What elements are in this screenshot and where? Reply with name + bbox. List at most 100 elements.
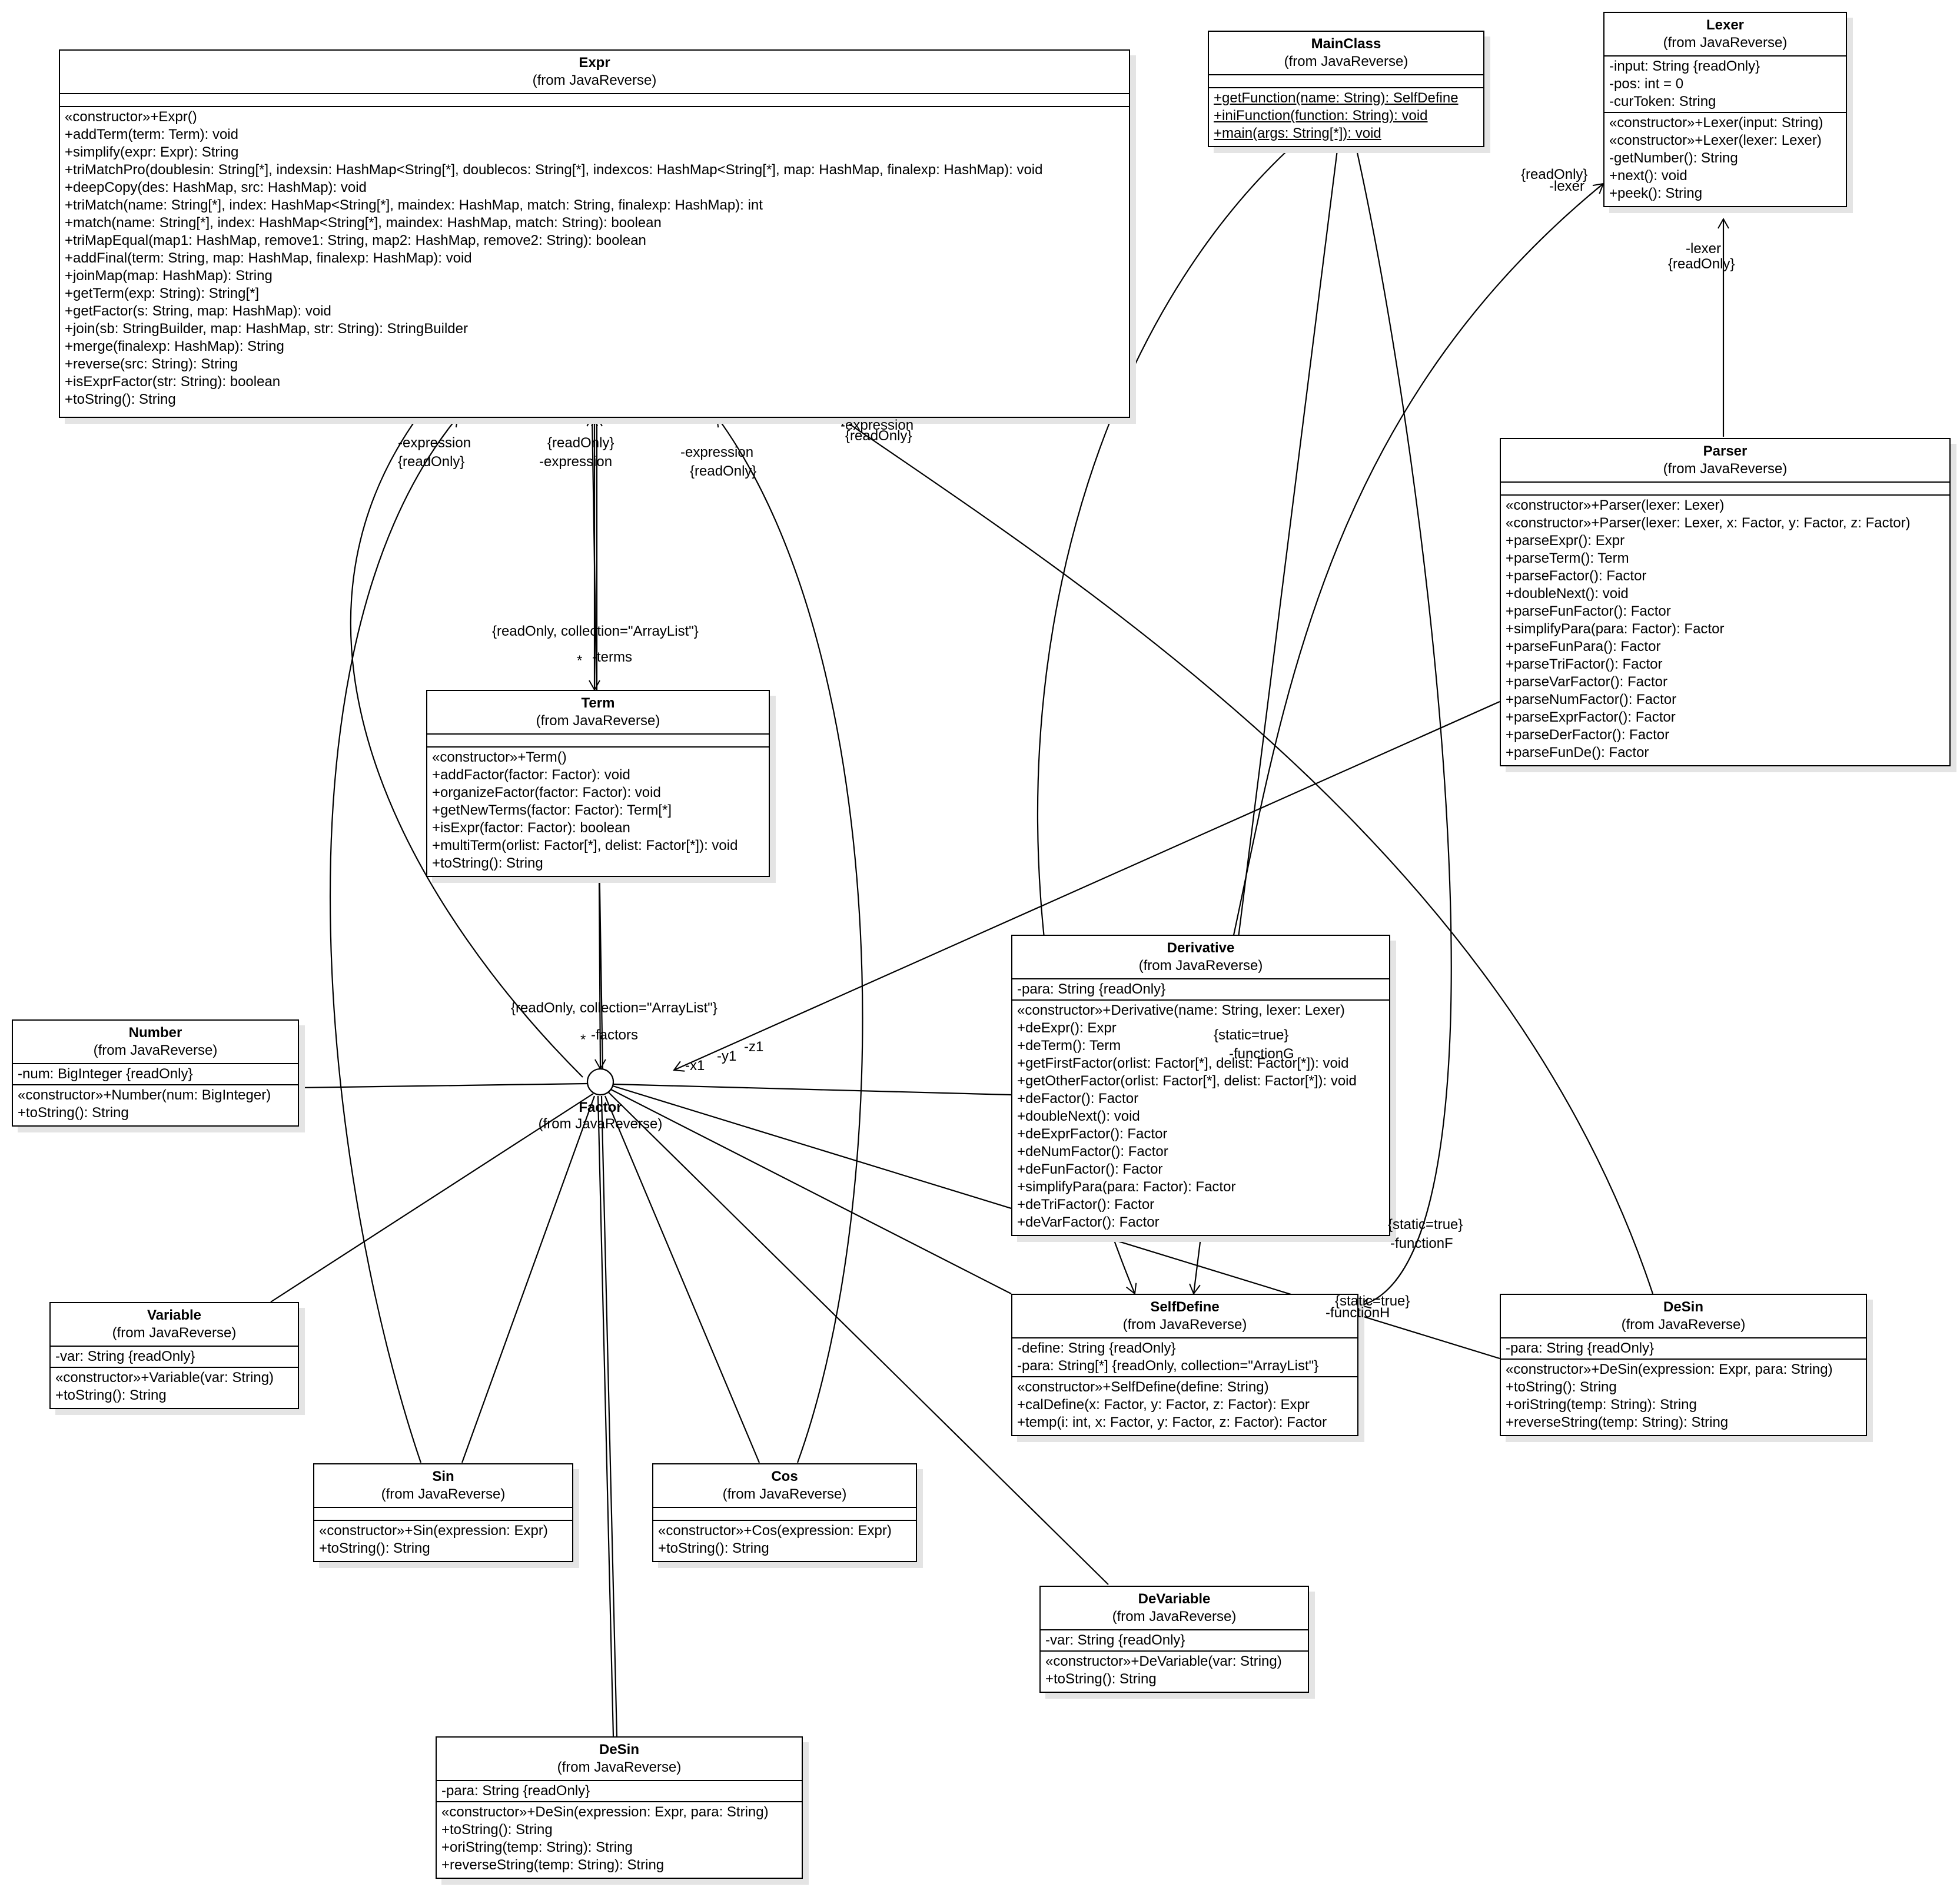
uml-member: +isExpr(factor: Factor): boolean <box>432 820 630 836</box>
uml-member: +iniFunction(function: String): void <box>1214 108 1428 124</box>
class-attributes <box>427 735 769 748</box>
class-desin-right-header: DeSin (from JavaReverse) <box>1501 1295 1866 1338</box>
desin-bottom-factor-link <box>600 1095 618 1737</box>
uml-member: -getNumber(): String <box>1609 150 1738 166</box>
functionH-static-label: {static=true} <box>1335 1293 1410 1309</box>
functionF-role-label: -functionF <box>1390 1235 1453 1251</box>
class-operations: «constructor»+DeSin(expression: Expr, pa… <box>437 1802 802 1878</box>
parser-y1-label: -y1 <box>717 1048 737 1064</box>
uml-member: +joinMap(map: HashMap): String <box>65 268 273 284</box>
uml-member: +doubleNext(): void <box>1017 1108 1140 1124</box>
uml-member: +simplifyPara(para: Factor): Factor <box>1506 621 1725 637</box>
uml-member: +getTerm(exp: String): String[*] <box>65 285 260 301</box>
devariable-factor-link <box>608 1092 1109 1585</box>
uml-member: +match(name: String[*], index: HashMap<S… <box>65 215 662 231</box>
functionG-static-label: {static=true} <box>1214 1027 1289 1043</box>
uml-member: +deTriFactor(): Factor <box>1017 1197 1155 1213</box>
uml-member: +parseTriFactor(): Factor <box>1506 656 1663 672</box>
uml-member: +triMatch(name: String[*], index: HashMa… <box>65 197 763 213</box>
class-name: DeSin <box>599 1742 639 1758</box>
class-name: DeSin <box>1663 1299 1703 1315</box>
class-package: (from JavaReverse) <box>1621 1317 1746 1333</box>
cos-expr-link <box>716 416 863 1463</box>
class-number[interactable]: Number (from JavaReverse) -num: BigInteg… <box>12 1019 299 1127</box>
uml-member: -input: String {readOnly} <box>1609 58 1760 74</box>
class-lexer[interactable]: Lexer (from JavaReverse) -input: String … <box>1603 12 1847 207</box>
expr-desin-readonly-label: {readOnly} <box>845 428 912 444</box>
uml-member: «constructor»+Parser(lexer: Lexer) <box>1506 497 1725 513</box>
uml-member: +deVarFactor(): Factor <box>1017 1214 1160 1230</box>
class-selfdefine[interactable]: SelfDefine (from JavaReverse) -define: S… <box>1011 1294 1358 1436</box>
class-name: Expr <box>579 55 610 71</box>
class-devariable[interactable]: DeVariable (from JavaReverse) -var: Stri… <box>1039 1586 1309 1693</box>
factors-constraint-label: {readOnly, collection="ArrayList"} <box>511 1000 717 1016</box>
class-name: Parser <box>1703 443 1748 459</box>
class-desin-bottom-header: DeSin (from JavaReverse) <box>437 1738 802 1781</box>
derivative-lexer-link <box>1231 182 1604 941</box>
uml-member: +parseFactor(): Factor <box>1506 568 1647 584</box>
expr-sin-role-label: -expression <box>398 435 471 451</box>
factor-interface-label: Factor (from JavaReverse) <box>518 1100 683 1132</box>
uml-member: -var: String {readOnly} <box>55 1348 195 1364</box>
uml-member: +parseFunPara(): Factor <box>1506 639 1661 655</box>
class-package: (from JavaReverse) <box>1663 35 1788 51</box>
class-expr[interactable]: Expr (from JavaReverse) «constructor»+Ex… <box>59 49 1130 418</box>
class-operations: «constructor»+Parser(lexer: Lexer)«const… <box>1501 496 1949 765</box>
uml-member: +deNumFactor(): Factor <box>1017 1144 1168 1160</box>
expr-term-role-label: -expression <box>539 454 613 470</box>
uml-member: +addFactor(factor: Factor): void <box>432 767 630 783</box>
uml-member: +parseTerm(): Term <box>1506 550 1629 566</box>
class-devariable-header: DeVariable (from JavaReverse) <box>1041 1587 1308 1630</box>
sin-expr-link <box>329 416 459 1463</box>
class-operations: «constructor»+Expr()+addTerm(term: Term)… <box>60 107 1129 412</box>
class-attributes: -define: String {readOnly}-para: String[… <box>1012 1338 1357 1377</box>
uml-member: «constructor»+Variable(var: String) <box>55 1370 274 1386</box>
class-operations: «constructor»+Term()+addFactor(factor: F… <box>427 748 769 876</box>
class-term-header: Term (from JavaReverse) <box>427 691 769 735</box>
uml-member: +parseFunFactor(): Factor <box>1506 603 1671 619</box>
class-attributes: -para: String {readOnly} <box>437 1781 802 1802</box>
parser-lexer-role-label: -lexer <box>1686 241 1722 257</box>
class-sin[interactable]: Sin (from JavaReverse) «constructor»+Sin… <box>313 1463 573 1562</box>
class-package: (from JavaReverse) <box>112 1325 237 1341</box>
derivative-factor-link <box>613 1083 1012 1096</box>
uml-member: «constructor»+DeVariable(var: String) <box>1045 1653 1282 1669</box>
factors-multiplicity-label: * <box>580 1032 586 1048</box>
class-parser[interactable]: Parser (from JavaReverse) «constructor»+… <box>1500 438 1951 766</box>
uml-member: +reverse(src: String): String <box>65 356 238 372</box>
uml-member: +getOtherFactor(orlist: Factor[*], delis… <box>1017 1073 1357 1089</box>
parser-x1-label: -x1 <box>685 1058 705 1074</box>
class-desin-right[interactable]: DeSin (from JavaReverse) -para: String {… <box>1500 1294 1867 1436</box>
class-term[interactable]: Term (from JavaReverse) «constructor»+Te… <box>426 690 770 877</box>
uml-member: +parseExprFactor(): Factor <box>1506 709 1676 725</box>
uml-member: +oriString(temp: String): String <box>441 1839 633 1855</box>
class-name: Lexer <box>1706 17 1745 33</box>
factor-package: (from JavaReverse) <box>538 1116 663 1132</box>
class-mainclass[interactable]: MainClass (from JavaReverse) +getFunctio… <box>1208 31 1484 147</box>
term-factor-link <box>594 880 606 1071</box>
class-attributes: -para: String {readOnly} <box>1012 979 1389 1001</box>
uml-member: +getFactor(s: String, map: HashMap): voi… <box>65 303 331 319</box>
class-operations: «constructor»+Sin(expression: Expr)+toSt… <box>314 1521 572 1561</box>
class-cos[interactable]: Cos (from JavaReverse) «constructor»+Cos… <box>652 1463 917 1562</box>
uml-member: «constructor»+Lexer(input: String) <box>1609 115 1823 131</box>
derivative-lexer-readonly-label: {readOnly} <box>1521 167 1588 182</box>
uml-member: +simplifyPara(para: Factor): Factor <box>1017 1179 1236 1195</box>
desin-expr-link <box>838 416 1654 1294</box>
uml-member: «constructor»+DeSin(expression: Expr, pa… <box>1506 1361 1833 1377</box>
class-name: Sin <box>432 1469 454 1484</box>
factor-name: Factor <box>579 1100 622 1115</box>
class-desin-bottom[interactable]: DeSin (from JavaReverse) -para: String {… <box>436 1736 803 1879</box>
uml-member: +triMapEqual(map1: HashMap, remove1: Str… <box>65 232 646 248</box>
class-derivative[interactable]: Derivative (from JavaReverse) -para: Str… <box>1011 935 1390 1236</box>
class-attributes <box>314 1508 572 1521</box>
uml-member: +deFunFactor(): Factor <box>1017 1161 1163 1177</box>
class-attributes: -var: String {readOnly} <box>1041 1630 1308 1652</box>
uml-member: +next(): void <box>1609 168 1687 184</box>
uml-member: +deTerm(): Term <box>1017 1038 1121 1054</box>
class-operations: +getFunction(name: String): SelfDefine+i… <box>1209 88 1483 146</box>
uml-member: +multiTerm(orlist: Factor[*], delist: Fa… <box>432 838 738 853</box>
uml-member: -para: String {readOnly} <box>1506 1340 1655 1356</box>
uml-member: +toString(): String <box>441 1822 553 1838</box>
class-variable[interactable]: Variable (from JavaReverse) -var: String… <box>49 1302 299 1409</box>
